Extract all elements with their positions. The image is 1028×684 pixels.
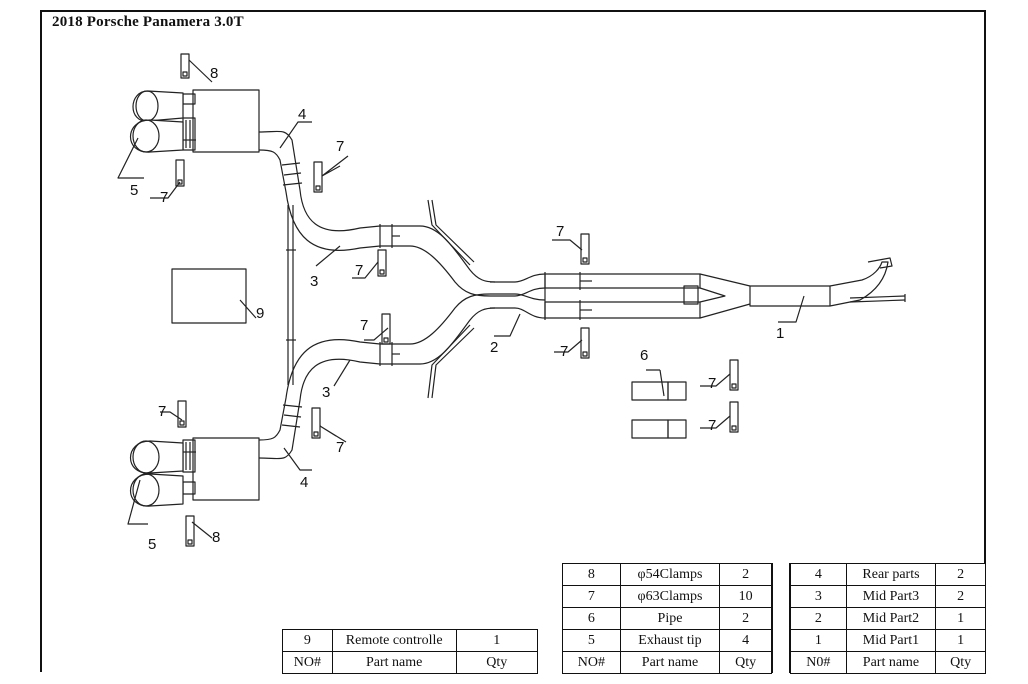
bom-no: 7 — [562, 585, 621, 608]
bom-part-name: Remote controlle — [331, 629, 457, 652]
rear-pipe-lower — [258, 339, 381, 460]
bom-qty: 1 — [935, 607, 986, 630]
table-row: 3 Mid Part3 2 — [790, 585, 986, 608]
table-row: 6 Pipe 2 — [562, 607, 772, 630]
callout-3-upper: 3 — [310, 273, 318, 290]
callout-8-lower: 8 — [212, 529, 220, 546]
bom-part-name: φ63Clamps — [619, 585, 721, 608]
mid-part3-upper — [379, 199, 496, 297]
table-row: 4 Rear parts 2 — [790, 563, 986, 586]
callout-7-center-lower: 7 — [560, 343, 568, 360]
callout-4-upper: 4 — [298, 106, 306, 123]
bom-no: 2 — [790, 607, 847, 630]
bom-no: 8 — [562, 563, 621, 586]
callout-7-mid-lower: 7 — [360, 317, 368, 334]
table-row: 2 Mid Part2 1 — [790, 607, 986, 630]
exhaust-tip-upper-b — [129, 119, 184, 153]
rear-muffler-upper — [180, 89, 260, 153]
bom-header-no: NO# — [282, 651, 333, 674]
exhaust-tip-lower-a — [129, 440, 184, 474]
bom-no: 9 — [282, 629, 333, 652]
callout-7-upper-right: 7 — [336, 138, 344, 155]
callout-5-upper: 5 — [130, 182, 138, 199]
hanger-rod — [286, 205, 296, 385]
bom-no: 6 — [562, 607, 621, 630]
bom-table-middle: 8 φ54Clamps 2 7 φ63Clamps 10 6 Pipe 2 5 … — [562, 563, 772, 674]
table-row: 5 Exhaust tip 4 — [562, 629, 772, 652]
callout-7-center-upper: 7 — [556, 223, 564, 240]
callout-6: 6 — [640, 347, 648, 364]
callout-7-right-upper: 7 — [708, 375, 716, 392]
drawing-title: 2018 Porsche Panamera 3.0T — [52, 14, 244, 30]
bom-qty: 2 — [935, 585, 986, 608]
rear-pipe-upper — [258, 130, 381, 251]
callout-5-lower: 5 — [148, 536, 156, 553]
bom-part-name: Mid Part2 — [845, 607, 937, 630]
table-separator — [772, 563, 790, 673]
bom-qty: 2 — [719, 607, 772, 630]
table-header-row: NO# Part name Qty — [562, 651, 772, 674]
bom-qty: 2 — [935, 563, 986, 586]
mid-part3-lower — [379, 293, 496, 399]
bom-qty: 1 — [455, 629, 539, 652]
exhaust-tip-lower-b — [129, 473, 184, 507]
bom-header-name: Part name — [619, 651, 721, 674]
bom-header-qty: Qty — [935, 651, 986, 674]
callout-7-lower-left: 7 — [158, 403, 166, 420]
bom-qty: 2 — [719, 563, 772, 586]
table-header-row: N0# Part name Qty — [790, 651, 986, 674]
callout-labels: 8 4 7 5 7 3 7 9 7 3 2 7 7 1 6 7 7 7 7 4 … — [130, 65, 784, 553]
table-row: 7 φ63Clamps 10 — [562, 585, 772, 608]
mid-part1 — [544, 257, 906, 320]
callout-7-right-lower: 7 — [708, 417, 716, 434]
bom-header-no: NO# — [562, 651, 621, 674]
bom-part-name: Mid Part3 — [845, 585, 937, 608]
table-row: 1 Mid Part1 1 — [790, 629, 986, 652]
rear-muffler-lower — [180, 437, 260, 501]
bom-no: 1 — [790, 629, 847, 652]
bom-no: 3 — [790, 585, 847, 608]
bom-header-qty: Qty — [719, 651, 772, 674]
bom-part-name: Exhaust tip — [619, 629, 721, 652]
callout-7-lower-right: 7 — [336, 439, 344, 456]
bom-table-right: 4 Rear parts 2 3 Mid Part3 2 2 Mid Part2… — [790, 563, 986, 674]
bom-part-name: Pipe — [619, 607, 721, 630]
callout-1: 1 — [776, 325, 784, 342]
bom-qty: 10 — [719, 585, 772, 608]
callout-7-mid-upper: 7 — [355, 262, 363, 279]
bom-header-qty: Qty — [455, 651, 539, 674]
callout-2: 2 — [490, 339, 498, 356]
bom-no: 5 — [562, 629, 621, 652]
clamps — [175, 53, 739, 547]
exhaust-tip-upper-a — [132, 90, 184, 122]
callout-7-upper-left: 7 — [160, 189, 168, 206]
bom-part-name: φ54Clamps — [619, 563, 721, 586]
leader-lines — [117, 59, 805, 539]
drawing-frame — [40, 10, 986, 672]
bom-header-no: N0# — [790, 651, 847, 674]
table-row: 9 Remote controlle 1 — [282, 629, 539, 652]
bom-header-name: Part name — [845, 651, 937, 674]
mid-part2 — [490, 272, 546, 320]
pipe-part6 — [631, 381, 687, 439]
remote-controller — [171, 268, 247, 324]
bom-qty: 1 — [935, 629, 986, 652]
bom-part-name: Mid Part1 — [845, 629, 937, 652]
bom-table-left: 9 Remote controlle 1 NO# Part name Qty — [282, 629, 539, 674]
bom-qty: 4 — [719, 629, 772, 652]
callout-8-upper: 8 — [210, 65, 218, 82]
table-header-row: NO# Part name Qty — [282, 651, 539, 674]
callout-3-lower: 3 — [322, 384, 330, 401]
callout-4-lower: 4 — [300, 474, 308, 491]
bom-part-name: Rear parts — [845, 563, 937, 586]
callout-9: 9 — [256, 305, 264, 322]
bom-no: 4 — [790, 563, 847, 586]
table-row: 8 φ54Clamps 2 — [562, 563, 772, 586]
bom-header-name: Part name — [331, 651, 457, 674]
